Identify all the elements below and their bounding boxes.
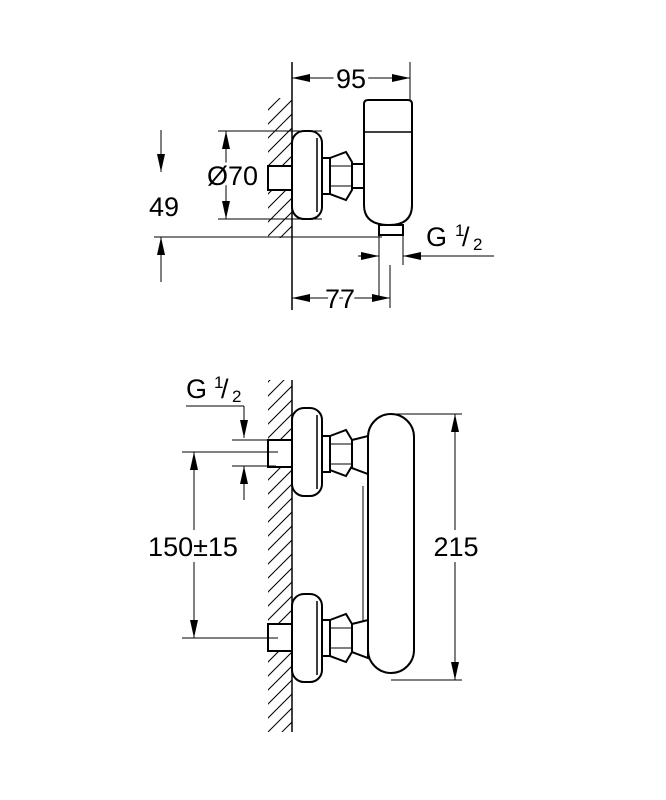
dim-77: 77	[292, 265, 391, 318]
front-view: G 1 / 2 150±15 215	[148, 373, 479, 732]
top-view: 95 Ø70 49 G 1	[149, 60, 494, 318]
thread-den-front: 2	[232, 387, 241, 406]
thread-num-top: 1	[455, 221, 464, 240]
dim-95: 95	[292, 60, 411, 100]
dim-215-label: 215	[433, 532, 478, 562]
thread-sep-top: /	[462, 222, 470, 252]
dim-95-label: 95	[336, 64, 366, 94]
thread-sep-front: /	[221, 374, 229, 404]
dim-diameter-70-label: Ø70	[207, 161, 258, 191]
thread-num-front: 1	[214, 373, 223, 392]
upper-connection	[267, 407, 369, 497]
dim-77-label: 77	[325, 284, 355, 314]
dim-150-label: 150±15	[148, 532, 238, 562]
thread-callout-front: G 1 / 2	[186, 373, 276, 500]
dim-49-label: 49	[149, 192, 179, 222]
thread-label-top: G	[426, 222, 447, 252]
dim-215: 215	[391, 413, 479, 681]
thread-label-front: G	[186, 374, 207, 404]
dim-150: 150±15	[148, 451, 278, 639]
thread-callout-top: G 1 / 2	[358, 221, 494, 300]
mixer-bar	[367, 413, 415, 674]
dim-diameter-70: Ø70	[204, 130, 322, 220]
lower-connection	[267, 593, 369, 683]
thread-den-top: 2	[473, 235, 482, 254]
dim-49: 49	[149, 130, 382, 282]
